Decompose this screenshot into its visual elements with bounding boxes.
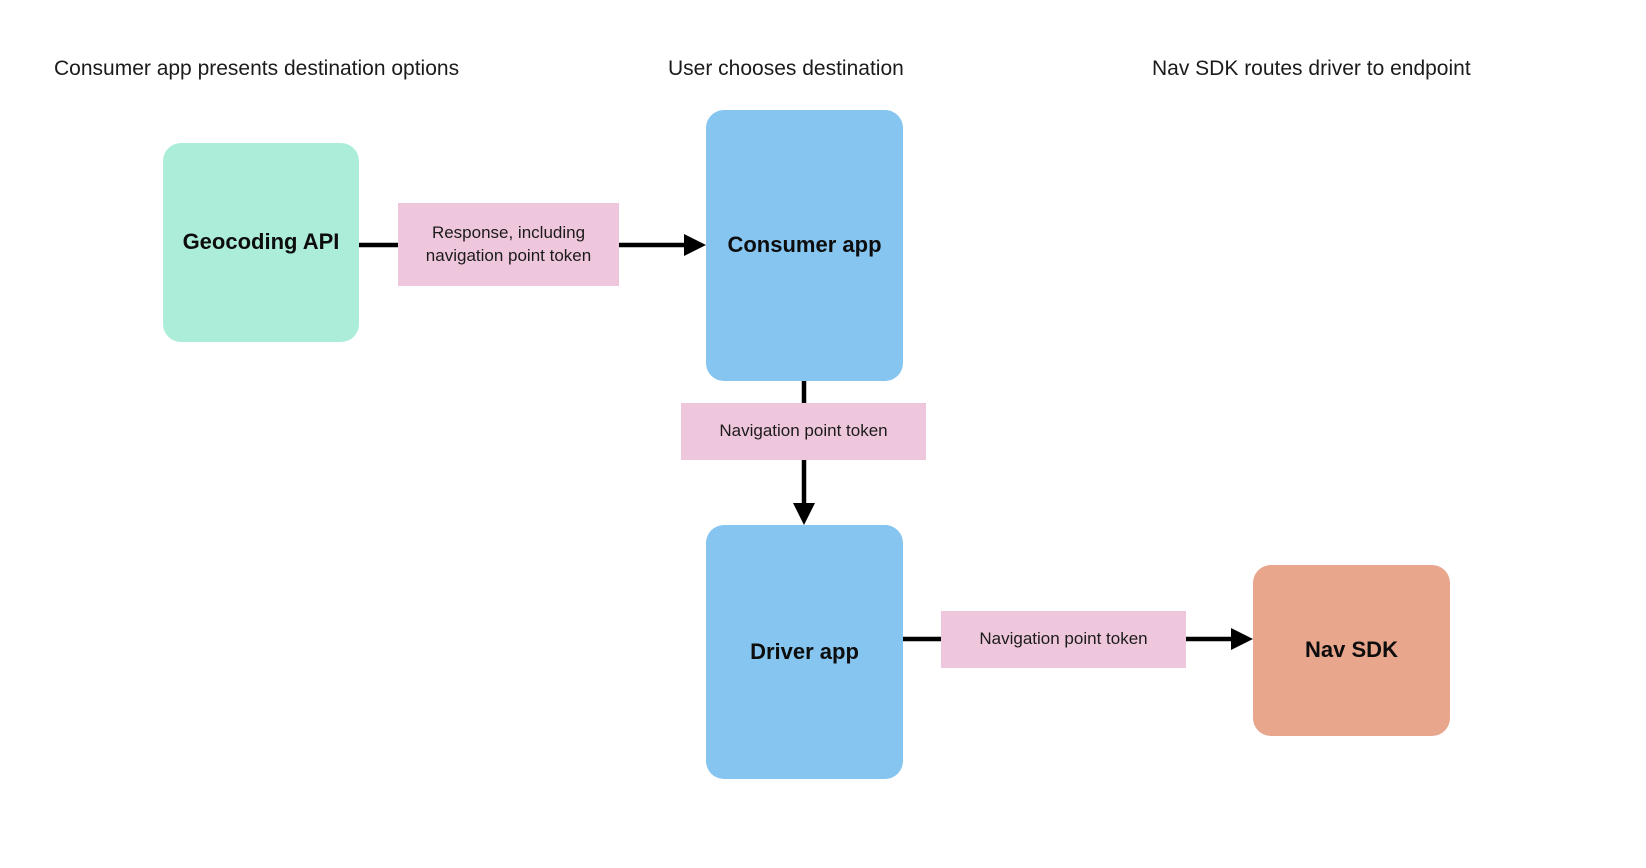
node-consumer-app[interactable]: Consumer app <box>706 110 903 381</box>
node-label: Geocoding API <box>182 229 340 255</box>
column-header-navsdk-routes: Nav SDK routes driver to endpoint <box>1152 57 1471 80</box>
edge-label-response-including-navigation-point-token: Response, including navigation point tok… <box>398 203 619 286</box>
edge-label-navigation-point-token-consumer-to-driver: Navigation point token <box>681 403 926 460</box>
edge-label-text: Response, including navigation point tok… <box>425 223 592 265</box>
edge-label-navigation-point-token-driver-to-navsdk: Navigation point token <box>941 611 1186 668</box>
node-nav-sdk[interactable]: Nav SDK <box>1253 565 1450 736</box>
edge-label-text: Navigation point token <box>979 629 1148 649</box>
node-label: Nav SDK <box>1305 637 1398 663</box>
node-label: Driver app <box>750 638 859 664</box>
edge-label-text: Navigation point token <box>719 421 888 441</box>
node-driver-app[interactable]: Driver app <box>706 525 903 779</box>
column-header-consumer-presents: Consumer app presents destination option… <box>54 57 460 80</box>
node-label: Consumer app <box>727 232 882 258</box>
column-header-user-chooses: User chooses destination <box>668 57 904 80</box>
node-geocoding-api[interactable]: Geocoding API <box>163 143 359 342</box>
